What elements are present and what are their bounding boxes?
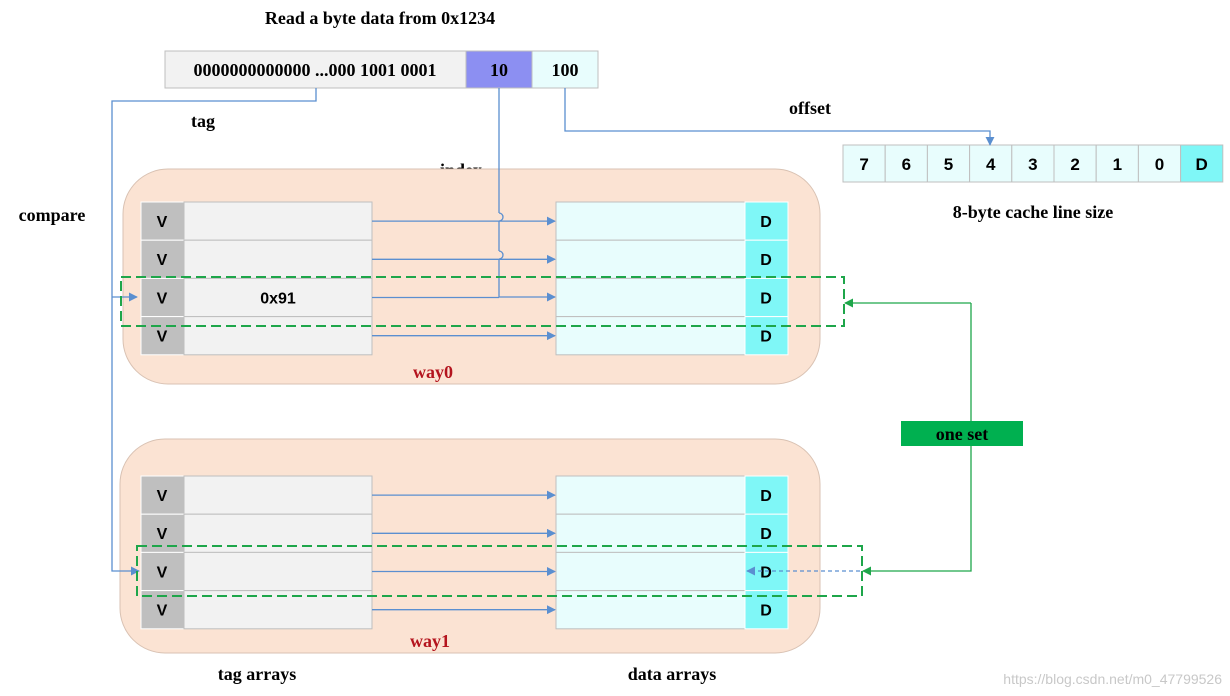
tag-cell [183, 239, 373, 279]
tag-bits-text: 0000000000000 ...000 1001 0001 [194, 60, 437, 80]
cache-line-byte-label: 5 [944, 155, 953, 174]
cache-line-byte-label: 0 [1155, 155, 1164, 174]
valid-bit-cell [140, 551, 185, 592]
data-cell [555, 277, 746, 318]
data-cell [555, 316, 746, 356]
tag-cell [183, 551, 373, 592]
index-wire [498, 88, 555, 297]
tag-cell [183, 316, 373, 356]
valid-bit-cell [140, 239, 185, 279]
cache-line-byte-cell [1011, 144, 1055, 183]
one-set-badge [901, 421, 1023, 446]
cache-line-byte-label: 2 [1070, 155, 1079, 174]
cache-line-byte-label: 6 [902, 155, 911, 174]
offset-wire [564, 88, 995, 146]
way0-label: way0 [413, 362, 453, 382]
cache-line-byte-cell [1180, 144, 1224, 183]
tag-bits-cell [164, 50, 467, 89]
dirty-bit-cell [744, 201, 789, 241]
index-wire-hop1 [498, 212, 504, 222]
valid-bit-label: V [157, 564, 168, 581]
cache-line-byte-cell [1053, 144, 1097, 183]
valid-bit-label: V [157, 290, 168, 307]
cache-line-byte-label: 7 [859, 155, 868, 174]
cache-line-size-label: 8-byte cache line size [953, 202, 1113, 222]
watermark: https://blog.csdn.net/m0_47799526 [1003, 671, 1222, 687]
data-cell [555, 551, 746, 592]
set-box-way0 [120, 276, 845, 327]
dirty-bit-label: D [760, 488, 772, 505]
cache-line-byte-cell [884, 144, 928, 183]
set-box-way1 [136, 545, 863, 597]
index-bits-cell [465, 50, 533, 89]
valid-bit-cell [140, 277, 185, 318]
dirty-bit-cell [744, 316, 789, 356]
dirty-bit-label: D [760, 526, 772, 543]
cache-line-byte-cell [969, 144, 1013, 183]
tag-compare-wire [111, 88, 317, 576]
valid-bit-label: V [157, 488, 168, 505]
tag-value: 0x91 [260, 290, 296, 307]
data-cell [555, 239, 746, 279]
dirty-bit-label: D [760, 603, 772, 620]
dirty-bit-label: D [760, 214, 772, 231]
tag-arrays-label: tag arrays [218, 664, 296, 684]
cache-line-byte-label: D [1196, 155, 1208, 174]
data-cell [555, 475, 746, 515]
cache-line-byte-cell [926, 144, 971, 183]
dirty-bit-label: D [760, 329, 772, 346]
offset-bits-text: 100 [552, 60, 579, 80]
tag-cell [183, 475, 373, 515]
address-box: 0000000000000 ...000 1001 0001 10 100 [164, 50, 599, 89]
tag-cell [183, 277, 373, 318]
offset-label: offset [789, 98, 831, 118]
cache-line-byte-label: 4 [986, 155, 996, 174]
valid-bit-label: V [157, 526, 168, 543]
valid-bit-label: V [157, 214, 168, 231]
one-set-label: one set [936, 424, 989, 444]
diagram-title: Read a byte data from 0x1234 [265, 8, 495, 28]
valid-bit-cell [140, 316, 185, 356]
offset-bits-cell [531, 50, 599, 89]
valid-bit-label: V [157, 252, 168, 269]
one-set-wire [862, 303, 972, 576]
cache-line-byte-label: 3 [1028, 155, 1037, 174]
valid-bit-label: V [157, 603, 168, 620]
dirty-bit-cell [744, 277, 789, 318]
valid-bit-label: V [157, 329, 168, 346]
compare-label: compare [19, 205, 86, 225]
tag-label: tag [191, 111, 215, 131]
index-bits-text: 10 [490, 60, 508, 80]
dirty-bit-label: D [760, 290, 772, 307]
way1-label: way1 [410, 631, 450, 651]
dirty-bit-label: D [760, 252, 772, 269]
cache-line-bytes: 7 6 5 4 3 2 1 0 D [842, 144, 1224, 183]
cache-line-byte-cell [1095, 144, 1139, 183]
dirty-bit-label: D [760, 564, 772, 581]
data-cell [555, 201, 746, 241]
cache-line-byte-label: 1 [1113, 155, 1122, 174]
cache-line-byte-cell [1137, 144, 1182, 183]
dirty-bit-cell [744, 475, 789, 515]
tag-cell [183, 201, 373, 241]
data-arrays-label: data arrays [628, 664, 717, 684]
index-wire-hop2 [498, 250, 504, 260]
